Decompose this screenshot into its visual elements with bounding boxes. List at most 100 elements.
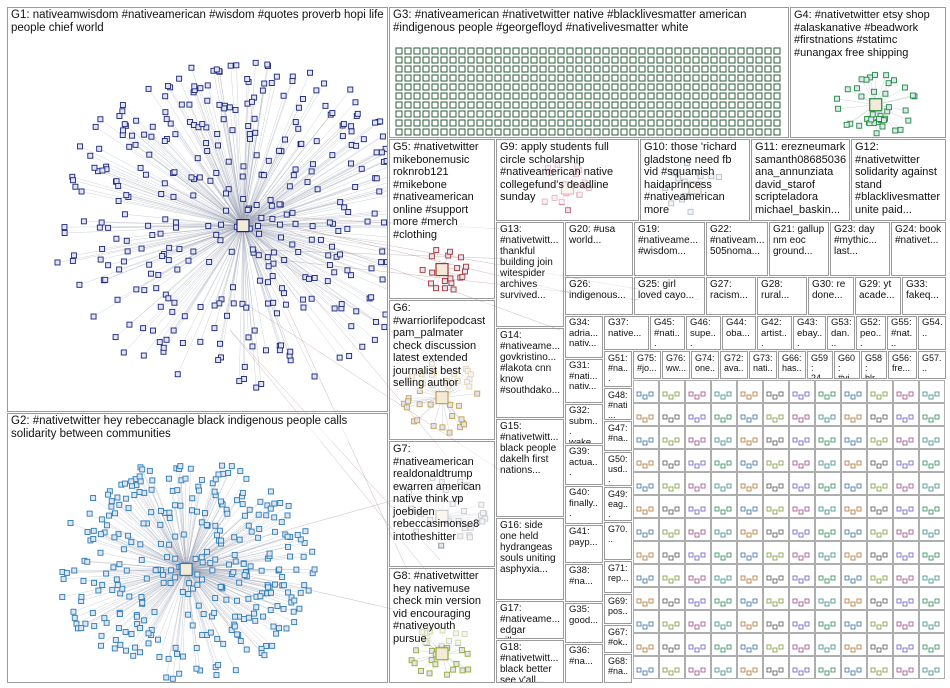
group-cell	[763, 403, 789, 426]
group-cell	[841, 518, 867, 541]
group-cell	[737, 564, 763, 587]
node-marker	[119, 102, 126, 109]
group-label-g9: G9: apply students full circle scholarsh…	[500, 141, 636, 204]
node-marker	[720, 509, 726, 515]
node-marker	[688, 598, 694, 604]
node-marker	[71, 614, 78, 621]
node-marker	[264, 254, 271, 261]
group-cell	[893, 610, 919, 633]
node-marker	[368, 265, 375, 272]
node-marker	[120, 258, 127, 265]
node-marker	[674, 128, 682, 136]
node-marker	[720, 417, 726, 423]
node-marker	[199, 121, 206, 128]
node-marker	[701, 92, 709, 100]
edge	[242, 152, 382, 226]
node-marker	[458, 110, 466, 118]
node-marker	[928, 670, 934, 676]
node-marker	[701, 65, 709, 73]
node-marker	[195, 124, 202, 131]
node-marker	[870, 644, 876, 650]
node-marker	[530, 83, 538, 91]
hub-node	[179, 562, 193, 577]
group-cell	[711, 656, 737, 679]
node-marker	[125, 532, 132, 539]
node-marker	[830, 598, 836, 604]
node-marker	[656, 47, 664, 55]
group-label-g16: G16: side one held hydrangeas souls unit…	[500, 520, 561, 575]
node-marker	[642, 486, 648, 492]
node-marker	[220, 116, 227, 123]
node-marker	[521, 47, 529, 55]
group-label-g52: G52: peo...	[860, 317, 883, 349]
edge	[242, 101, 253, 226]
group-label-g60: G60: #vi...	[838, 353, 857, 378]
node-marker	[239, 489, 246, 496]
node-marker	[662, 414, 668, 420]
node-marker	[772, 624, 778, 630]
group-label-g55: G55: #nat...	[891, 317, 914, 349]
node-marker	[249, 246, 256, 253]
node-marker	[830, 552, 836, 558]
node-marker	[252, 617, 259, 624]
node-marker	[439, 424, 446, 431]
node-marker	[746, 101, 754, 109]
node-marker	[449, 83, 457, 91]
edge	[134, 569, 187, 648]
node-marker	[844, 667, 850, 673]
node-marker	[137, 541, 144, 548]
node-marker	[798, 601, 804, 607]
group-cell	[867, 403, 893, 426]
node-marker	[752, 506, 758, 512]
group-cell	[685, 449, 711, 472]
node-marker	[404, 65, 412, 73]
node-marker	[593, 119, 601, 127]
group-cell	[633, 610, 659, 633]
node-marker	[700, 621, 706, 627]
node-marker	[98, 632, 105, 639]
node-marker	[454, 265, 461, 272]
node-marker	[150, 327, 156, 334]
node-marker	[683, 56, 691, 64]
node-marker	[347, 86, 354, 93]
node-marker	[413, 56, 421, 64]
node-marker	[165, 257, 172, 264]
group-label-g27: G27: racism...	[710, 279, 753, 301]
group-cell	[893, 587, 919, 610]
node-marker	[694, 509, 700, 515]
group-label-g44: G44: oba...	[726, 317, 753, 339]
node-marker	[251, 327, 258, 334]
node-marker	[772, 417, 778, 423]
node-marker	[122, 495, 129, 502]
node-marker	[276, 147, 283, 154]
node-marker	[602, 92, 610, 100]
node-marker	[140, 352, 147, 359]
node-marker	[656, 56, 664, 64]
node-marker	[870, 667, 876, 673]
node-marker	[136, 473, 143, 480]
node-marker	[161, 138, 168, 144]
node-marker	[89, 609, 96, 616]
node-marker	[856, 391, 862, 397]
node-marker	[80, 578, 87, 584]
node-marker	[243, 304, 250, 311]
node-marker	[422, 83, 430, 91]
node-marker	[719, 47, 727, 55]
group-panel-g16: G16: side one held hydrangeas souls unit…	[496, 518, 564, 600]
node-marker	[304, 179, 311, 186]
node-marker	[284, 533, 291, 540]
node-marker	[512, 56, 520, 64]
node-marker	[321, 80, 328, 87]
node-marker	[530, 110, 538, 118]
node-marker	[485, 101, 493, 109]
node-marker	[163, 336, 170, 343]
node-marker	[714, 506, 720, 512]
group-cell	[867, 472, 893, 495]
node-marker	[194, 155, 201, 162]
node-marker	[798, 532, 804, 538]
node-marker	[778, 598, 784, 604]
node-marker	[648, 529, 654, 535]
node-marker	[885, 104, 892, 111]
node-marker	[416, 401, 423, 408]
node-marker	[467, 119, 475, 127]
